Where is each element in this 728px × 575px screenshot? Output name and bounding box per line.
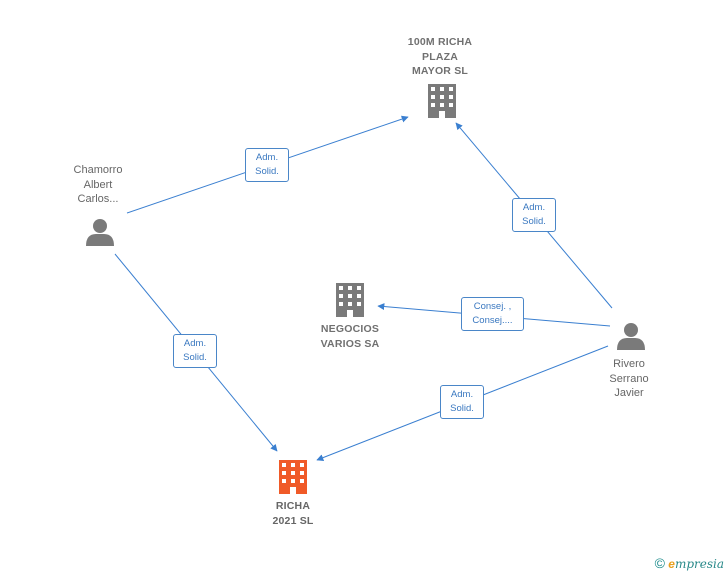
brand-footer: © empresia — [655, 555, 724, 571]
node-label-negocios-varios[interactable]: NEGOCIOS VARIOS SA — [320, 323, 380, 350]
building-icon — [279, 460, 307, 494]
node-label-chamorro[interactable]: Chamorro Albert Carlos... — [73, 164, 123, 205]
node-label-rivero[interactable]: Rivero Serrano Javier — [609, 358, 649, 399]
edge-label-rivero-100m: Adm. Solid. — [512, 198, 556, 232]
person-icon — [617, 323, 645, 350]
node-label-richa-2021[interactable]: RICHA 2021 SL — [272, 500, 314, 527]
edge-label-chamorro-100m: Adm. Solid. — [245, 148, 289, 182]
brand-logo-letter: e — [668, 557, 675, 571]
edge-label-rivero-richa: Adm. Solid. — [440, 385, 484, 419]
person-icon — [86, 219, 114, 246]
edge-label-rivero-negocios: Consej. , Consej.... — [461, 297, 524, 331]
building-icon — [336, 283, 364, 317]
copyright-icon: © — [654, 555, 665, 571]
edge-label-chamorro-richa: Adm. Solid. — [173, 334, 217, 368]
node-label-100m-richa[interactable]: 100M RICHA PLAZA MAYOR SL — [407, 36, 473, 77]
building-icon — [428, 84, 456, 118]
brand-name: mpresia — [674, 557, 724, 571]
